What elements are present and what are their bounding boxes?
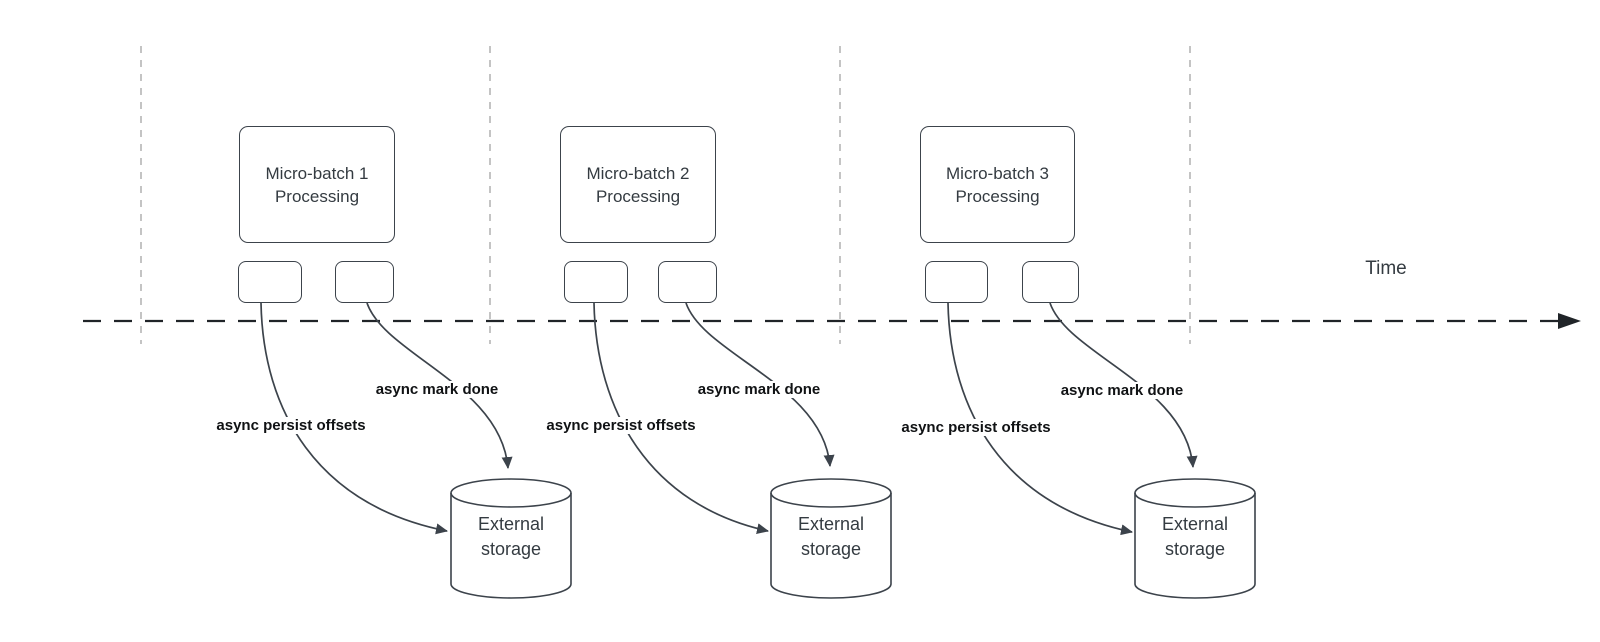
commit-task-node-1 (335, 261, 394, 303)
microbatch-2-processing-node: Micro-batch 2 Processing (560, 126, 716, 243)
microbatch-2-title-line1: Micro-batch 2 (586, 163, 690, 183)
mark-done-arrow-1 (366, 302, 513, 469)
microbatch-1-processing-node: Micro-batch 1 Processing (239, 126, 395, 243)
microbatch-3-title-line1: Micro-batch 3 (946, 163, 1049, 183)
storage-1-line1: External (477, 514, 545, 534)
storage-2-line2: storage (800, 539, 862, 559)
offset-task-node-2 (564, 261, 628, 303)
external-storage-cylinder-3 (1134, 478, 1256, 599)
storage-2-line1: External (797, 514, 865, 534)
offset-task-node-3 (925, 261, 988, 303)
persist-offsets-label-2: async persist offsets (543, 417, 699, 434)
mark-done-arrow-2 (685, 302, 835, 467)
time-axis-arrowhead-icon (1558, 313, 1581, 329)
external-storage-label-2: External storage (771, 512, 891, 562)
external-storage-cylinder-1 (450, 478, 572, 599)
microbatch-3-processing-node: Micro-batch 3 Processing (920, 126, 1075, 243)
microbatch-1-title-line2: Processing (274, 186, 360, 206)
persist-offsets-arrow-3 (947, 302, 1133, 536)
microbatch-2-title-line2: Processing (595, 186, 681, 206)
persist-offsets-arrow-2 (593, 302, 769, 535)
microbatch-3-title-line2: Processing (955, 186, 1040, 206)
storage-1-line2: storage (480, 539, 542, 559)
external-storage-label-1: External storage (451, 512, 571, 562)
persist-offsets-label-3: async persist offsets (898, 419, 1054, 436)
mark-done-arrow-3 (1049, 302, 1198, 468)
mark-done-label-2: async mark done (694, 381, 824, 398)
commit-task-node-2 (658, 261, 717, 303)
external-storage-cylinder-2 (770, 478, 892, 599)
mark-done-label-3: async mark done (1057, 382, 1187, 399)
microbatch-1-title-line1: Micro-batch 1 (265, 163, 369, 183)
storage-3-line2: storage (1164, 539, 1226, 559)
external-storage-label-3: External storage (1135, 512, 1255, 562)
offset-task-node-1 (238, 261, 302, 303)
commit-task-node-3 (1022, 261, 1079, 303)
mark-done-label-1: async mark done (372, 381, 502, 398)
time-axis-label: Time (1365, 258, 1407, 279)
persist-offsets-arrow-1 (260, 302, 448, 535)
storage-3-line1: External (1161, 514, 1229, 534)
persist-offsets-label-1: async persist offsets (213, 417, 369, 434)
